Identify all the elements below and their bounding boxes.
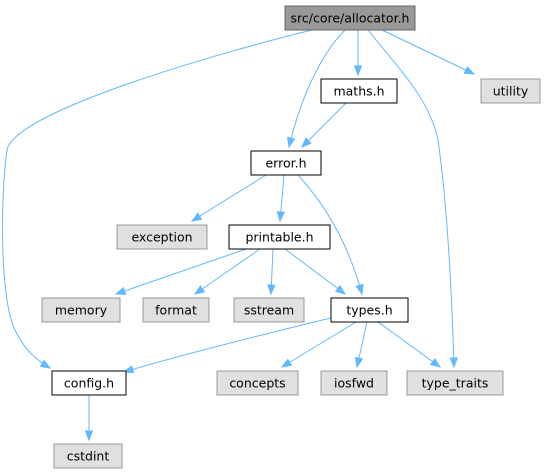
arrowhead <box>355 283 364 296</box>
arrowhead <box>190 212 203 222</box>
arrowhead <box>114 286 127 295</box>
edge-error-to-exception <box>190 174 267 222</box>
node-label: concepts <box>229 376 285 391</box>
node-label: sstream <box>244 303 294 318</box>
edge-line <box>115 248 247 295</box>
node-type-traits: type_traits <box>406 370 504 396</box>
node-concepts: concepts <box>216 370 299 396</box>
node-config[interactable]: config.h <box>51 370 127 396</box>
edge-printable-to-memory <box>114 248 247 295</box>
edge-config-to-cstdint <box>84 395 94 442</box>
arrowhead <box>276 211 286 223</box>
edge-allocator-to-type_traits <box>367 29 458 369</box>
edge-line <box>301 102 347 148</box>
node-box <box>250 150 322 176</box>
edge-line <box>1 29 313 369</box>
node-box <box>233 297 305 323</box>
node-box <box>142 297 210 323</box>
node-label: format <box>155 303 197 318</box>
node-box <box>116 224 208 250</box>
node-box <box>53 443 123 469</box>
edge-error-to-printable <box>276 174 286 223</box>
node-cstdint: cstdint <box>53 443 123 469</box>
edges-layer <box>1 29 476 442</box>
node-maths[interactable]: maths.h <box>320 78 398 104</box>
arrowhead <box>267 284 276 296</box>
edge-line <box>381 29 475 75</box>
node-box <box>284 5 416 31</box>
edge-allocator-to-error <box>287 29 346 149</box>
edge-line <box>297 174 363 295</box>
edge-types-to-iosfwd <box>354 321 368 369</box>
node-label: maths.h <box>333 84 384 99</box>
edge-allocator-to-config <box>1 29 313 369</box>
node-box <box>330 297 409 323</box>
edge-line <box>367 29 455 368</box>
edge-printable-to-types <box>284 248 347 295</box>
arrowhead <box>449 357 458 369</box>
node-label: type_traits <box>422 376 489 391</box>
arrowhead <box>429 357 442 368</box>
edge-line <box>281 321 357 368</box>
node-label: utility <box>493 84 529 99</box>
node-label: exception <box>131 230 192 245</box>
node-types[interactable]: types.h <box>330 297 409 323</box>
edge-line <box>123 316 336 373</box>
node-label: types.h <box>346 303 392 318</box>
node-label: cstdint <box>67 449 110 464</box>
arrowhead <box>301 137 312 148</box>
node-iosfwd: iosfwd <box>320 370 388 396</box>
node-printable[interactable]: printable.h <box>228 224 331 250</box>
arrowhead <box>334 284 347 295</box>
node-utility: utility <box>480 78 541 104</box>
arrowhead <box>84 430 94 442</box>
edge-line <box>377 321 441 368</box>
node-box <box>320 370 388 396</box>
node-label: config.h <box>64 376 114 391</box>
edge-allocator-to-maths <box>353 30 363 77</box>
arrowhead <box>39 359 52 369</box>
arrowhead <box>287 136 296 149</box>
node-box <box>41 297 121 323</box>
node-format: format <box>142 297 210 323</box>
node-label: memory <box>55 303 108 318</box>
arrowhead <box>193 285 206 295</box>
node-box <box>228 224 331 250</box>
node-exception: exception <box>116 224 208 250</box>
edge-error-to-types <box>297 174 364 296</box>
arrowhead <box>353 65 363 77</box>
node-label: src/core/allocator.h <box>291 11 410 26</box>
node-label: error.h <box>265 156 306 171</box>
edge-line <box>288 29 346 148</box>
node-sstream: sstream <box>233 297 305 323</box>
edge-types-to-concepts <box>280 321 357 368</box>
edge-types-to-config <box>122 316 336 374</box>
node-box <box>320 78 398 104</box>
arrowhead <box>463 66 476 75</box>
node-allocator[interactable]: src/core/allocator.h <box>284 5 416 31</box>
nodes-layer: src/core/allocator.h maths.h utility error.… <box>41 5 541 469</box>
arrowhead <box>354 356 364 369</box>
node-label: printable.h <box>245 230 313 245</box>
edge-types-to-type_traits <box>377 321 442 368</box>
node-box <box>216 370 299 396</box>
edge-line <box>284 248 346 295</box>
node-box <box>406 370 504 396</box>
edge-maths-to-error <box>301 102 347 148</box>
edge-printable-to-sstream <box>267 248 276 296</box>
node-error[interactable]: error.h <box>250 150 322 176</box>
node-box <box>51 370 127 396</box>
edge-allocator-to-utility <box>381 29 476 75</box>
edge-line <box>191 174 267 222</box>
node-box <box>480 78 541 104</box>
edge-printable-to-format <box>193 248 261 295</box>
node-label: iosfwd <box>334 376 374 391</box>
node-memory: memory <box>41 297 121 323</box>
arrowhead <box>280 358 293 368</box>
edge-line <box>194 248 261 295</box>
